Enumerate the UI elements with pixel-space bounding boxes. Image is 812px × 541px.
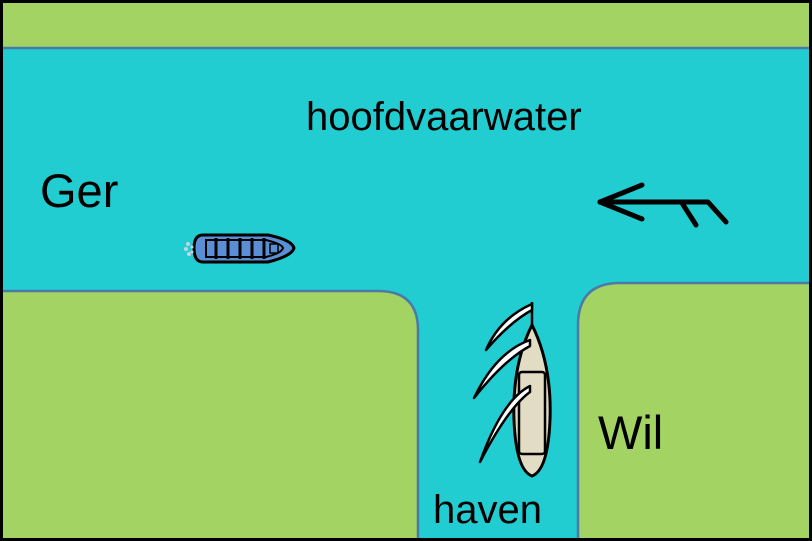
water-area (2, 48, 812, 541)
main-channel-label: hoofdvaarwater (306, 95, 582, 139)
wil-label: Wil (598, 406, 663, 459)
wind-arrow-icon (597, 182, 729, 228)
shoreline-left (2, 289, 420, 541)
harbour-label: haven (433, 488, 542, 532)
sailboat-icon (472, 302, 552, 478)
motorboat-icon (184, 233, 296, 264)
shoreline-right (576, 281, 812, 541)
ger-label: Ger (40, 164, 118, 217)
